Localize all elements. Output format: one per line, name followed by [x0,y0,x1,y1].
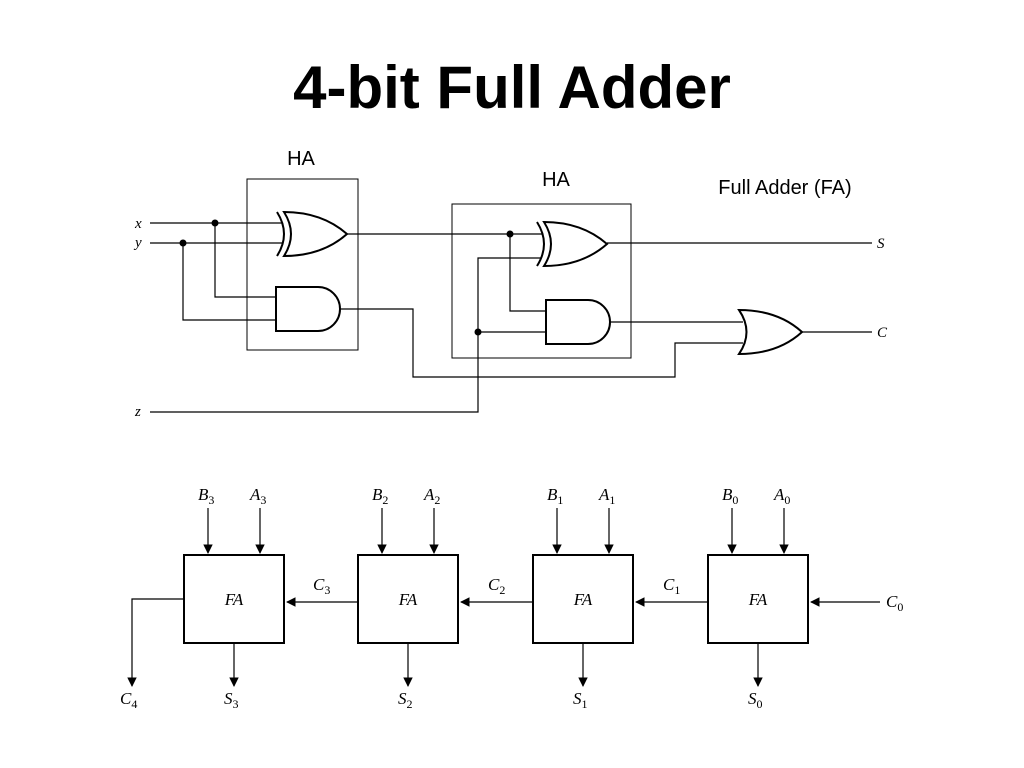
half-adder-label-2: HA [542,169,570,191]
output-s2-label: S2 [398,689,413,711]
fa-label-2: FA [398,590,418,609]
ripple-carry-chain: FA B3 A3 S3 FA B2 A2 S2 FA B1 A [120,485,903,711]
carry-c1-label: C1 [663,575,680,597]
carry-c4-label: C4 [120,689,137,711]
output-s1-label: S1 [573,689,588,711]
input-a0-label: A0 [773,485,790,507]
and-gate-2 [545,299,611,345]
output-s0-label: S0 [748,689,763,711]
fa-label-1: FA [573,590,593,609]
input-a2-label: A2 [423,485,440,507]
fa-block-1: FA B1 A1 S1 [532,485,634,711]
input-b0-label: B0 [722,485,738,507]
and-gate-1 [275,286,341,332]
carry-wires [127,597,880,687]
input-label-z: z [134,404,141,420]
input-a1-label: A1 [598,485,615,507]
output-s3-label: S3 [224,689,239,711]
fa-block-2: FA B2 A2 S2 [357,485,459,711]
half-adder-box-2 [451,203,632,359]
fa-block-3: FA B3 A3 S3 [183,485,285,711]
full-adder-schematic: HA HA Full Adder (FA) x y z S C [133,148,888,420]
fa-block-0: FA B0 A0 S0 [707,485,809,711]
input-b2-label: B2 [372,485,388,507]
input-label-y: y [133,235,142,251]
output-label-s: S [877,236,885,252]
full-adder-caption: Full Adder (FA) [718,177,851,199]
input-a3-label: A3 [249,485,266,507]
slide-title: 4-bit Full Adder [293,54,731,121]
half-adder-box-1 [246,178,359,351]
schematic-wires [150,222,872,413]
input-b1-label: B1 [547,485,563,507]
fa-label-0: FA [748,590,768,609]
fa-label-3: FA [224,590,244,609]
input-label-x: x [134,216,142,232]
xor-gate-2 [536,220,609,268]
or-gate [737,308,804,356]
carry-c0-label: C0 [886,592,903,614]
carry-c3-label: C3 [313,575,330,597]
xor-gate-1 [276,210,349,258]
input-b3-label: B3 [198,485,214,507]
half-adder-label-1: HA [287,148,315,170]
junction-dots [179,219,514,336]
output-label-c: C [877,325,888,341]
carry-c2-label: C2 [488,575,505,597]
